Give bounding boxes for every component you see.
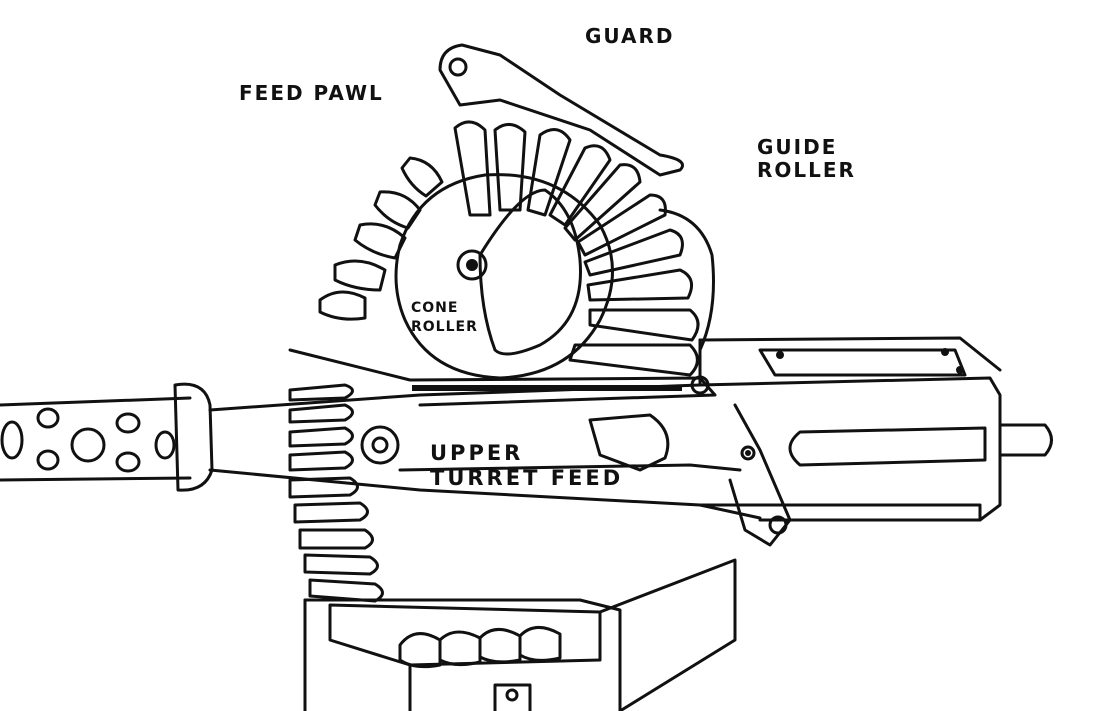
upper-turret-feed-label-line2: TURRET FEED: [430, 466, 624, 490]
guard: [438, 43, 684, 177]
barrel-jacket: [0, 382, 214, 492]
cone-roller-label-line1: CONE: [411, 300, 459, 316]
feed-wheel: [394, 173, 614, 380]
shading: [412, 259, 964, 456]
cone-roller-label-line2: ROLLER: [411, 319, 478, 335]
turret-feed-arm: [288, 348, 792, 547]
guard-label: GUARD: [585, 24, 675, 48]
cartridges-in-box: [398, 626, 562, 669]
cartridge-fan: [453, 120, 700, 377]
upper-turret-feed-label-line1: UPPER: [430, 441, 524, 465]
cartridge-belt-left: [288, 383, 384, 603]
guide-roller-label-line2: ROLLER: [757, 158, 856, 182]
buffer-tube: [998, 423, 1053, 457]
feed-pawl-label: FEED PAWL: [239, 81, 384, 105]
cartridge-belt-upper: [318, 156, 444, 321]
guide-roller-label-line1: GUIDE: [757, 135, 838, 159]
guide-roller: [658, 208, 715, 395]
